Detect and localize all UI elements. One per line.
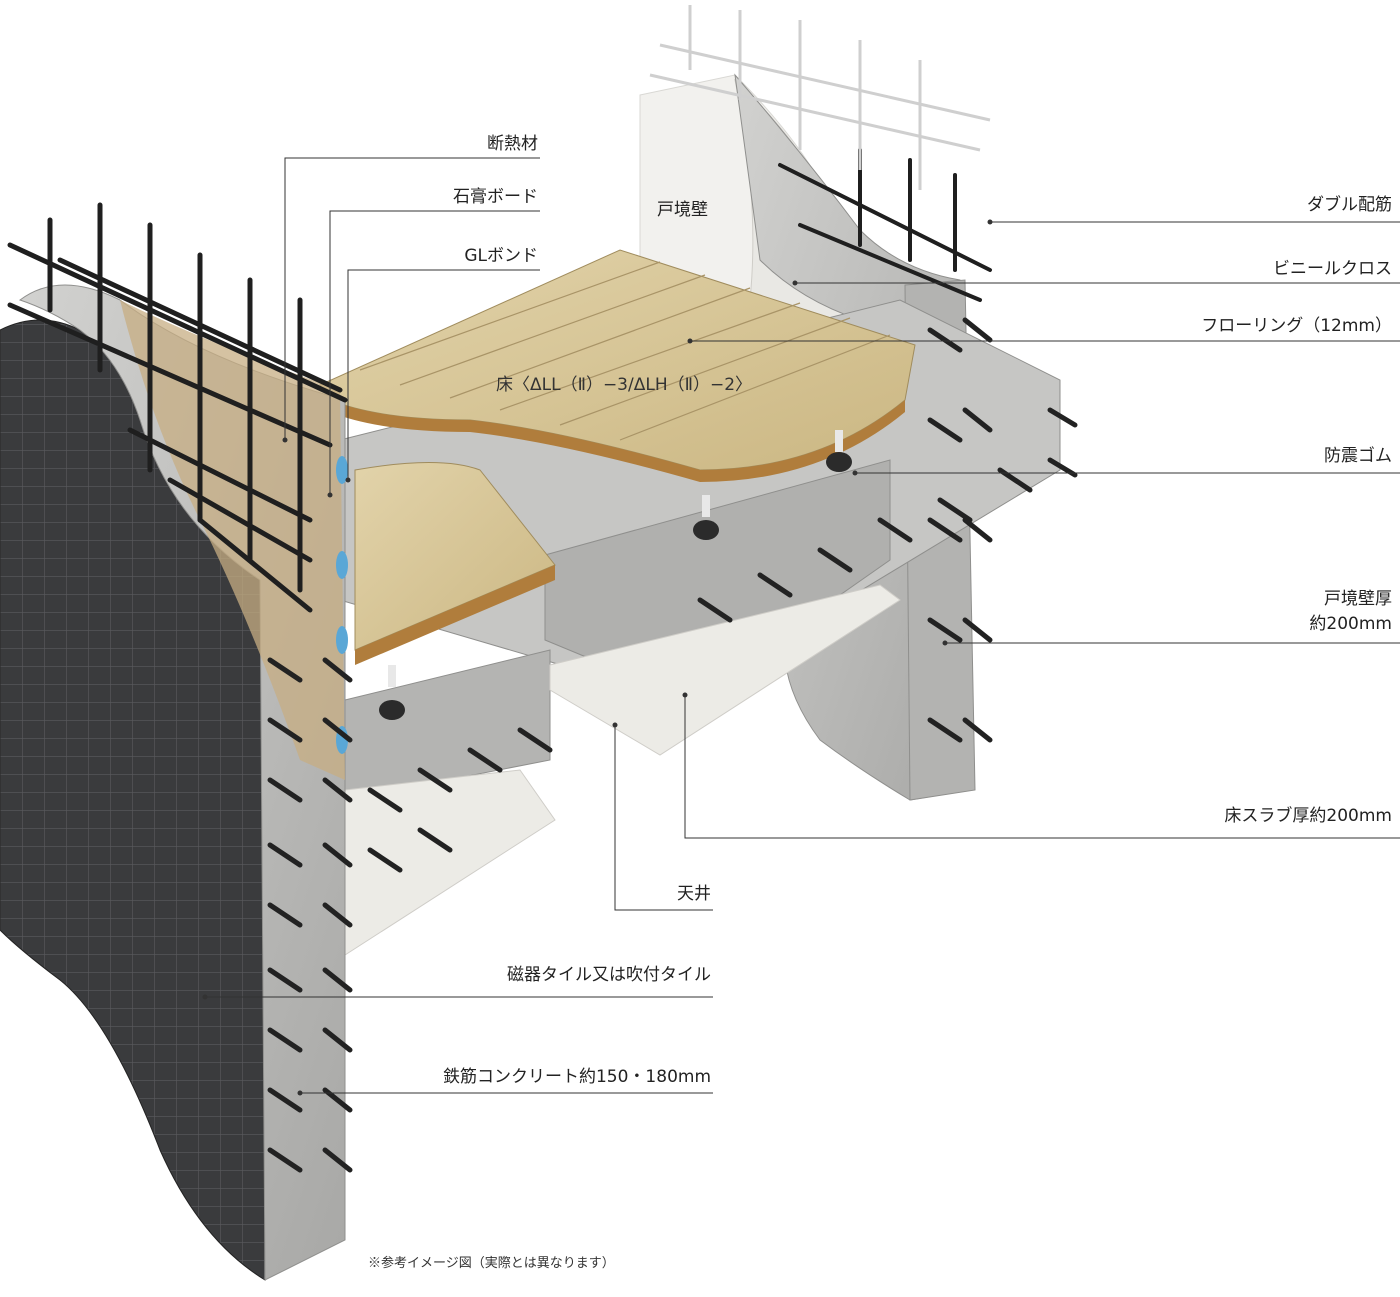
label-floor-rating: 床〈ΔLL（Ⅱ）−3/ΔLH（Ⅱ）−2〉	[496, 375, 753, 395]
label-gl-bond: GLボンド	[464, 246, 538, 266]
anti-vibration-rubber-feet	[379, 430, 852, 720]
label-gypsum-board: 石膏ボード	[453, 187, 538, 207]
leader-dots	[202, 219, 993, 1096]
label-flooring: フローリング（12mm）	[1201, 316, 1392, 336]
label-slab-thickness: 床スラブ厚約200mm	[1224, 806, 1392, 826]
label-partition-thickness-2: 約200mm	[1309, 614, 1392, 634]
insulation-layer	[120, 300, 345, 780]
leader-lines	[205, 157, 1400, 1094]
label-tile: 磁器タイル又は吹付タイル	[507, 965, 711, 985]
ceiling-board	[549, 584, 901, 756]
label-vinyl-cloth: ビニールクロス	[1273, 259, 1392, 279]
label-partition-thickness-1: 戸境壁厚	[1324, 589, 1392, 609]
footnote: ※参考イメージ図（実際とは異なります）	[368, 1256, 615, 1271]
label-partition-wall: 戸境壁	[657, 200, 708, 220]
leader-ceiling	[614, 725, 713, 911]
rebar-far	[649, 5, 991, 190]
label-anti-vibration: 防震ゴム	[1324, 446, 1392, 466]
label-double-rebar: ダブル配筋	[1307, 195, 1392, 215]
leader-slab	[684, 695, 1400, 839]
leader-gypsum	[329, 210, 540, 495]
label-insulation: 断熱材	[487, 134, 538, 154]
label-rc-wall: 鉄筋コンクリート約150・180mm	[442, 1067, 711, 1087]
label-ceiling: 天井	[677, 884, 711, 904]
wood-flooring-lower	[354, 462, 556, 651]
leader-glbond	[347, 269, 540, 480]
rebar-stubs	[267, 317, 1078, 1173]
leader-insulation	[284, 157, 540, 440]
rebar-left	[7, 202, 348, 613]
